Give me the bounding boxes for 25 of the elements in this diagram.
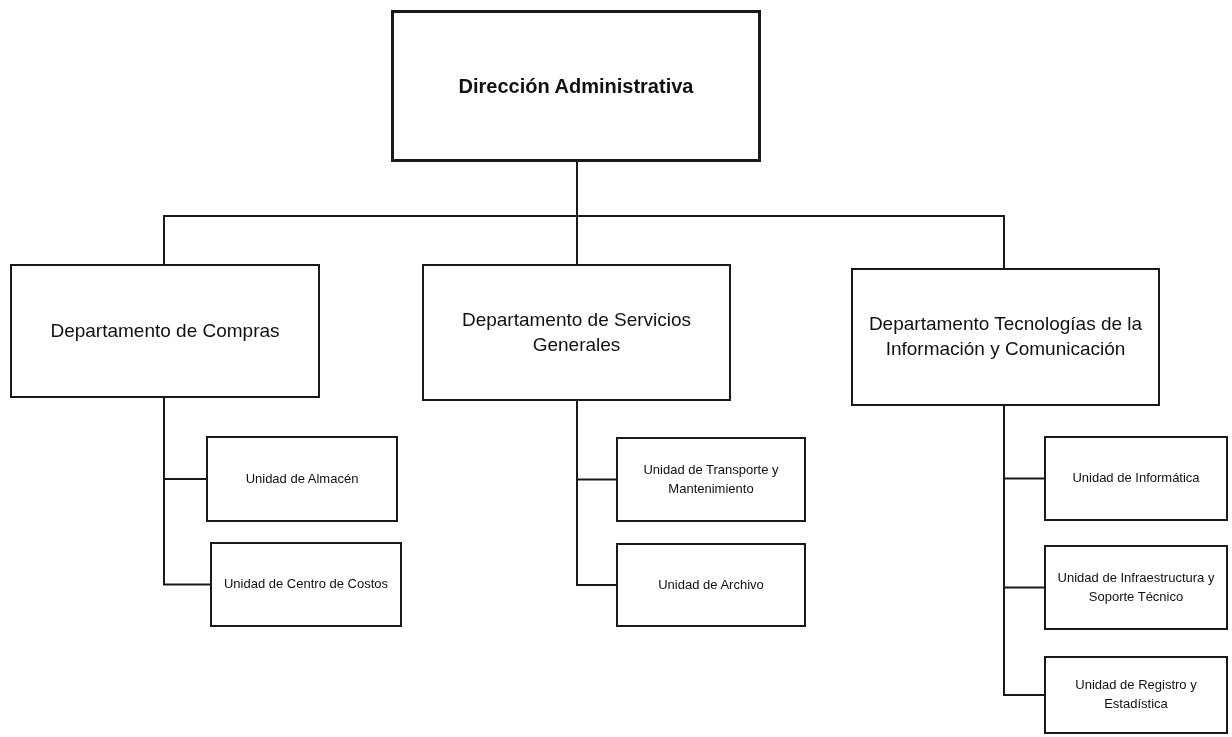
node-label: Departamento de Servicios Generales bbox=[460, 307, 693, 357]
connector-line bbox=[163, 397, 211, 586]
node-label: Dirección Administrativa bbox=[457, 74, 695, 99]
node-label: Unidad de Infraestructura y Soporte Técnico bbox=[1056, 568, 1216, 606]
unit-box bbox=[210, 542, 402, 627]
node-label: Unidad de Informática bbox=[1071, 469, 1201, 488]
unit-box bbox=[616, 543, 806, 627]
unit-box bbox=[1044, 656, 1228, 734]
node-label: Unidad de Transporte y Mantenimiento bbox=[642, 460, 780, 498]
department-box bbox=[10, 264, 320, 398]
node-label: Departamento Tecnologías de la Información y Comunicación bbox=[867, 312, 1144, 361]
department-box bbox=[422, 264, 731, 401]
connector-line bbox=[576, 400, 617, 586]
unit-box bbox=[1044, 436, 1228, 521]
director-box bbox=[391, 10, 761, 162]
unit-box bbox=[1044, 545, 1228, 630]
unit-box bbox=[206, 436, 398, 522]
node-label: Unidad de Almacén bbox=[244, 469, 360, 488]
department-box bbox=[851, 268, 1160, 406]
node-label: Unidad de Archivo bbox=[657, 575, 765, 594]
node-label: Unidad de Centro de Costos bbox=[222, 575, 389, 594]
node-label: Unidad de Registro y Estadística bbox=[1074, 676, 1198, 713]
unit-box bbox=[616, 437, 806, 522]
node-label: Departamento de Compras bbox=[49, 318, 281, 343]
connector-line bbox=[1003, 405, 1045, 696]
